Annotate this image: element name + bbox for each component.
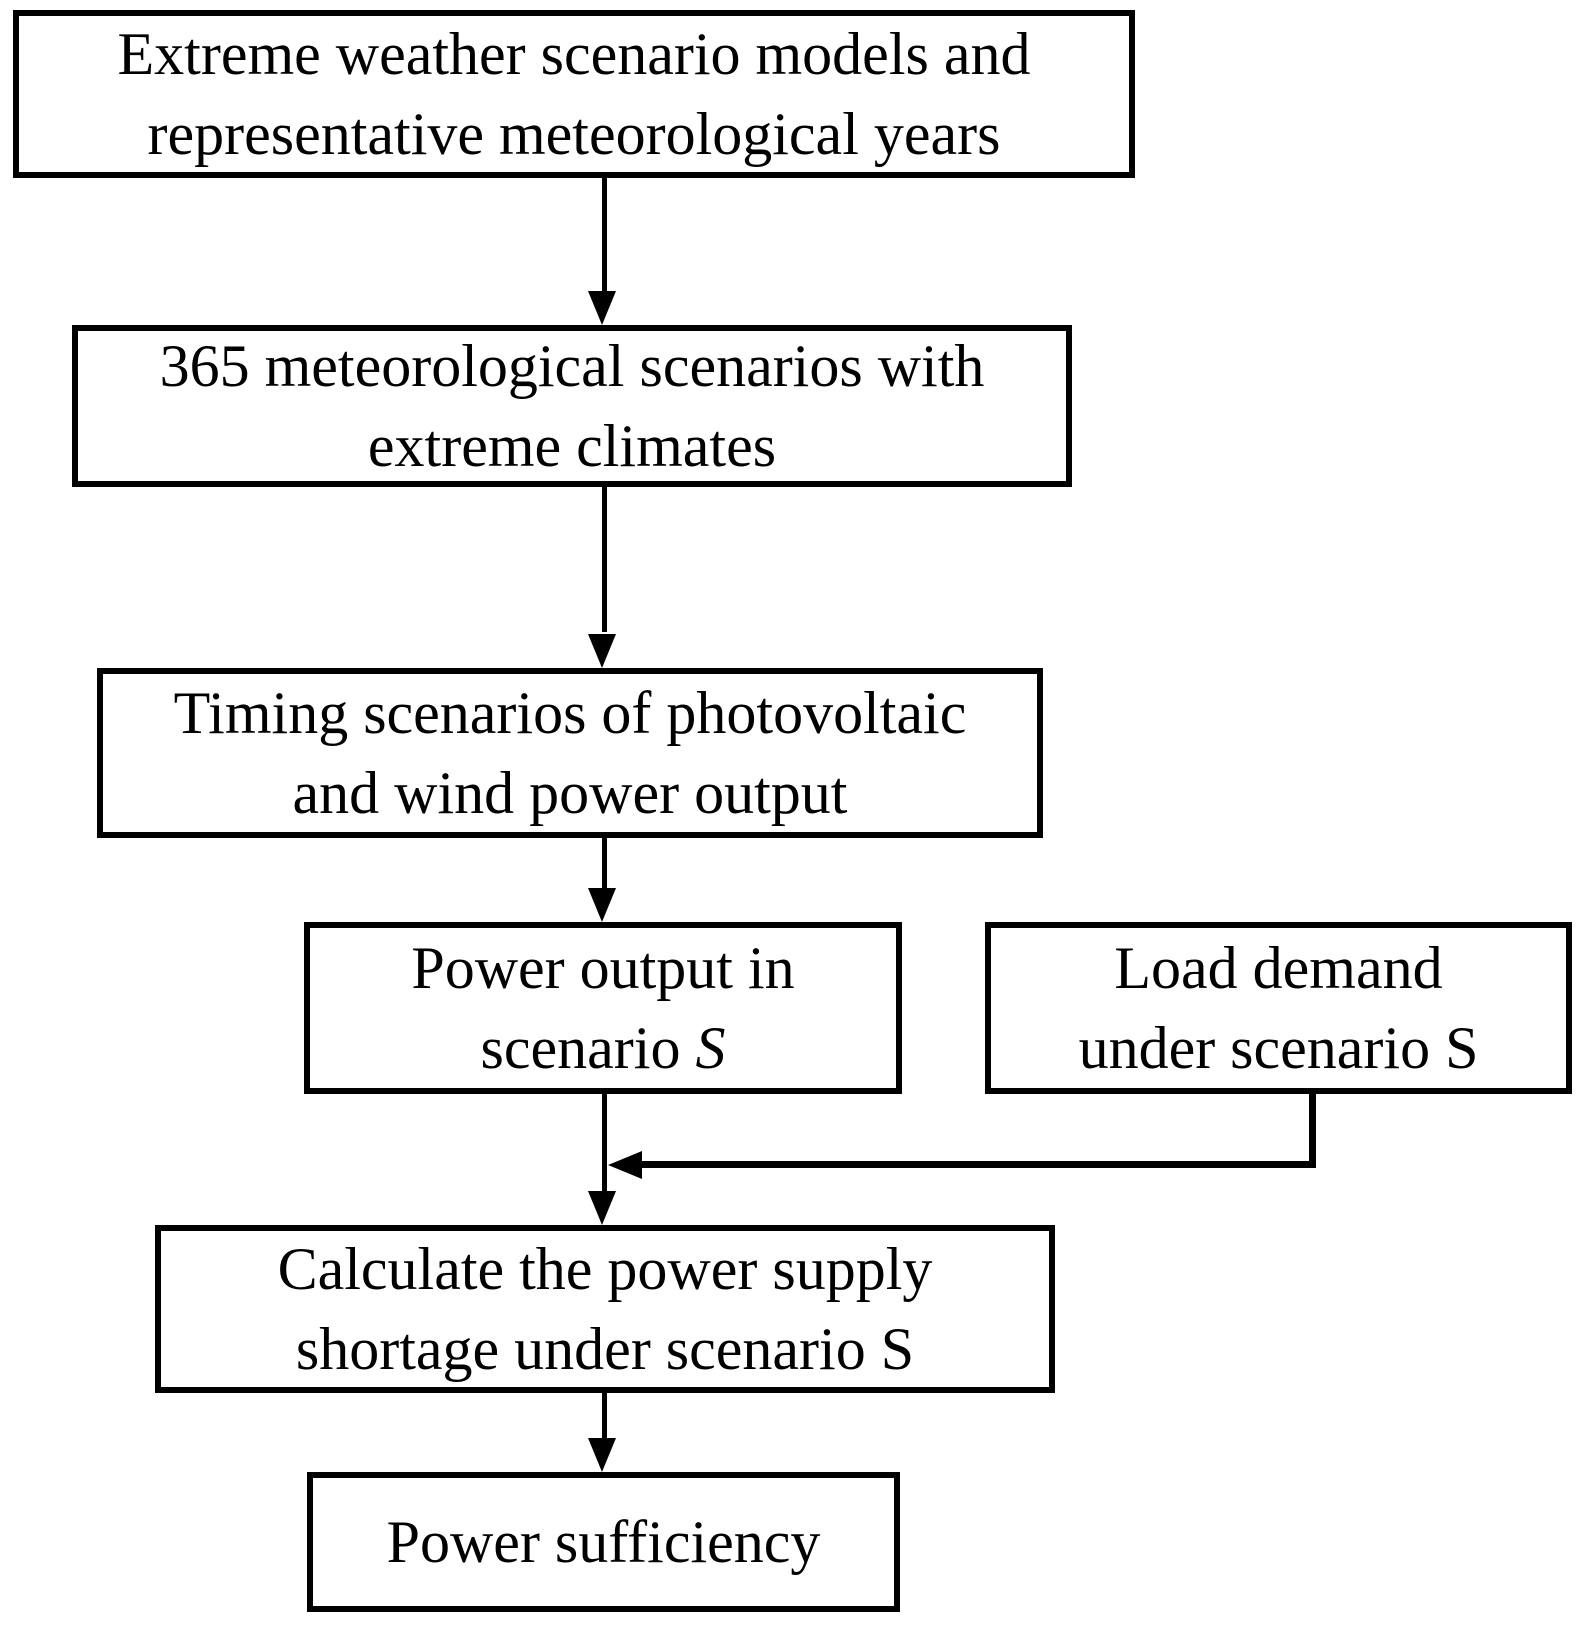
node-text-line: 365 meteorological scenarios with xyxy=(159,333,985,399)
node-calculate-power-supply-shortage: Calculate the power supply shortage unde… xyxy=(155,1225,1055,1393)
node-text-line: Power output in xyxy=(411,935,795,1001)
node-text-line: extreme climates xyxy=(367,413,777,479)
node-power-sufficiency: Power sufficiency xyxy=(307,1472,900,1612)
node-extreme-weather-models: Extreme weather scenario models and repr… xyxy=(13,10,1135,178)
arrowhead-down-icon xyxy=(588,1191,616,1225)
edge-load-demand-horizontal-line xyxy=(640,1161,1316,1168)
node-text-line: under scenario S xyxy=(1078,1015,1479,1081)
node-power-output-scenario-s: Power output in scenario S xyxy=(304,922,902,1094)
node-text-line: Load demand xyxy=(1114,935,1443,1001)
node-load-demand-scenario-s: Load demand under scenario S xyxy=(985,922,1572,1094)
edge-calc-to-sufficiency-line xyxy=(602,1393,607,1440)
node-text-line: Extreme weather scenario models and xyxy=(117,21,1031,87)
node-text-line: Timing scenarios of photovoltaic xyxy=(173,680,967,746)
node-text-line: Power sufficiency xyxy=(386,1509,821,1575)
arrowhead-down-icon xyxy=(588,1438,616,1472)
edge-power-output-to-calc-line xyxy=(602,1094,607,1193)
node-text-line: Calculate the power supply xyxy=(277,1236,933,1302)
edge-timing-to-power-output-line xyxy=(602,838,607,890)
arrowhead-down-icon xyxy=(588,634,616,668)
edge-load-demand-stub xyxy=(1309,1094,1316,1168)
node-text-line: and wind power output xyxy=(292,760,848,826)
edge-365-to-timing-line xyxy=(602,487,607,632)
arrowhead-down-icon xyxy=(588,888,616,922)
node-text-line: representative meteorological years xyxy=(147,101,1001,167)
edge-extreme-to-365-line xyxy=(602,178,607,293)
node-timing-scenarios: Timing scenarios of photovoltaic and win… xyxy=(97,668,1043,838)
node-text-line: shortage under scenario S xyxy=(295,1316,915,1382)
arrowhead-left-icon xyxy=(608,1151,642,1179)
node-text-line: scenario S xyxy=(481,1008,726,1088)
node-365-meteorological-scenarios: 365 meteorological scenarios with extrem… xyxy=(72,325,1072,487)
node-text-segment: scenario xyxy=(480,1015,696,1081)
scenario-variable-italic: S xyxy=(695,1015,726,1081)
arrowhead-down-icon xyxy=(588,291,616,325)
